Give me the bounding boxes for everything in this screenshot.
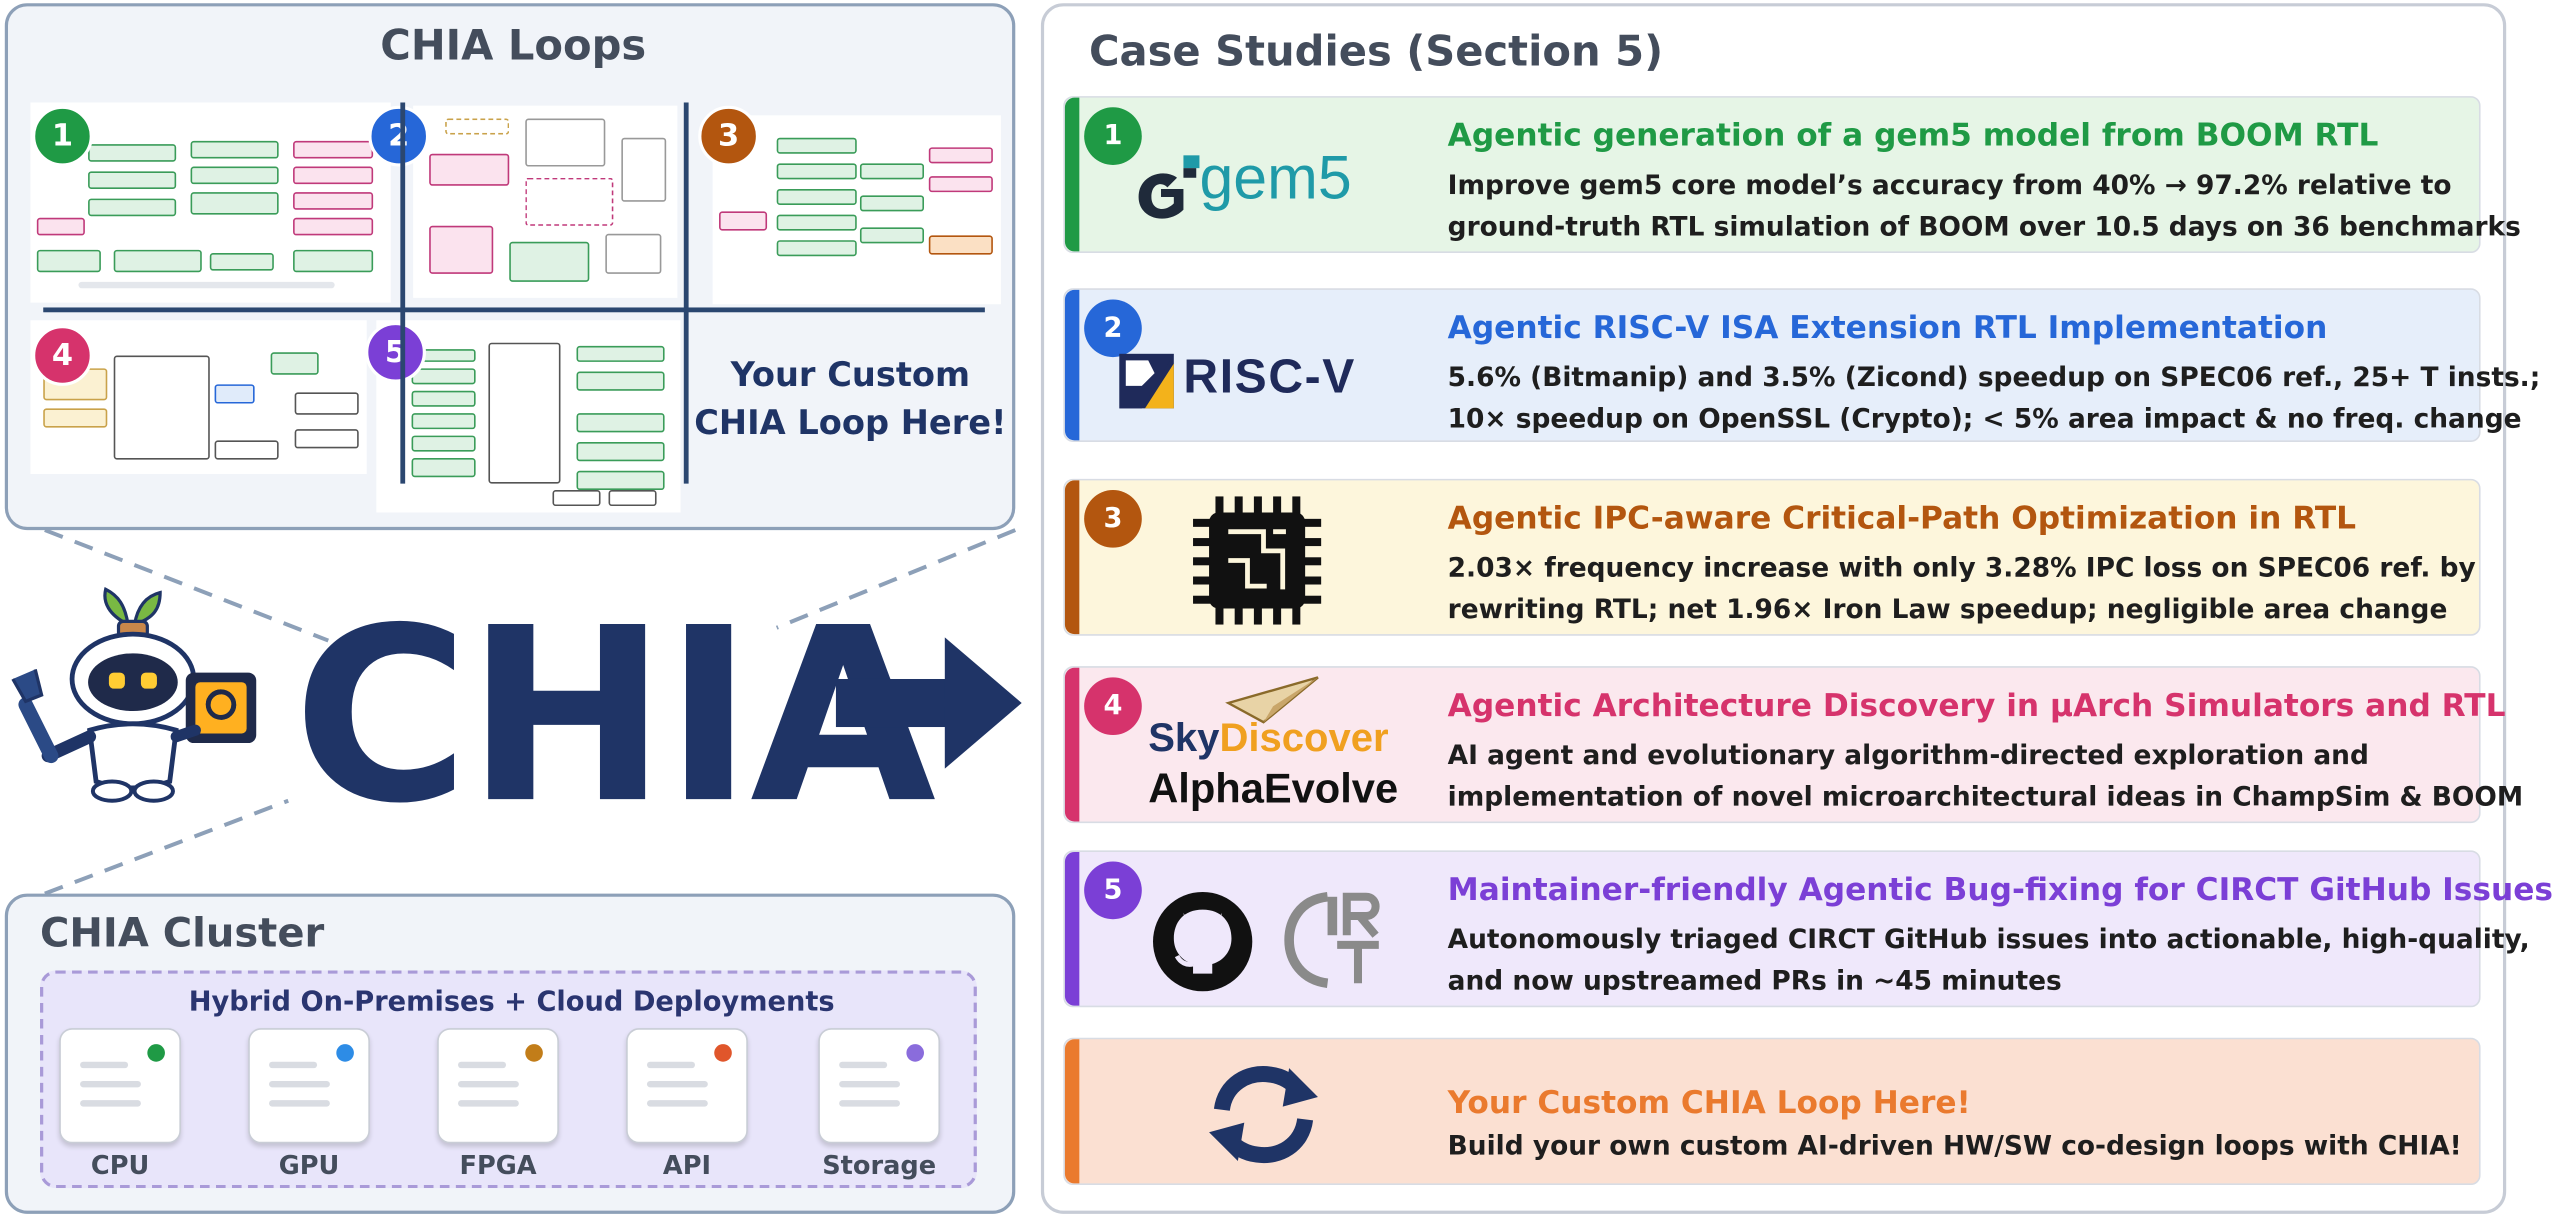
custom-loop-line1: Your Custom <box>730 355 971 394</box>
hybrid-deployments-box: Hybrid On-Premises + Cloud Deployments C… <box>40 970 977 1189</box>
case-desc-3: 2.03× frequency increase with only 3.28%… <box>1448 548 2476 631</box>
case-title-1: Agentic generation of a gem5 model from … <box>1447 116 2379 154</box>
row-accent-bar <box>1064 667 1080 822</box>
resource-card-gpu <box>248 1028 370 1144</box>
case-desc-line: Improve gem5 core model’s accuracy from … <box>1447 169 2452 201</box>
case-study-row-custom: Your Custom CHIA Loop Here! Build your o… <box>1063 1037 2481 1186</box>
case-desc-line: Autonomously triaged CIRCT GitHub issues… <box>1447 924 2530 955</box>
skydiscover-logo-discover: Discover <box>1219 715 1389 761</box>
resource-label: API <box>662 1149 712 1181</box>
resource-label: CPU <box>90 1149 150 1181</box>
loop-thumbnail-2 <box>413 105 678 298</box>
loop-thumbnail-1 <box>30 102 391 303</box>
chia-logo-text: CHIA <box>293 578 936 857</box>
case-desc-line: AI agent and evolutionary algorithm-dire… <box>1447 739 2369 771</box>
case-study-row-4: 4 SkyDiscover AlphaEvolve Agentic Archit… <box>1063 666 2523 824</box>
status-dot-icon <box>714 1044 732 1062</box>
case-desc-4: AI agent and evolutionary algorithm-dire… <box>1448 735 2523 818</box>
case-desc-line: ground-truth RTL simulation of BOOM over… <box>1447 211 2521 242</box>
zoom-connector-lines <box>44 528 1017 896</box>
case-desc-line: 10× speedup on OpenSSL (Crypto); < 5% ar… <box>1447 403 2522 434</box>
case-number-badge: 2 <box>1084 299 1142 358</box>
row-accent-bar <box>1064 1039 1080 1184</box>
robot-mascot-icon <box>11 586 257 803</box>
riscv-logo-text: RISC-V <box>1183 350 1356 404</box>
refresh-icon <box>1209 1066 1318 1164</box>
resource-label: FPGA <box>459 1149 537 1181</box>
custom-loop-placeholder: Your Custom CHIA Loop Here! <box>693 351 1007 447</box>
case-studies-title: Case Studies (Section 5) <box>1088 28 1664 77</box>
resource-card-cpu <box>59 1028 181 1144</box>
chia-cluster-panel: CHIA Cluster Hybrid On-Premises + Cloud … <box>4 893 1016 1214</box>
loop-badge-2: 2 <box>368 105 430 167</box>
loops-divider-v2 <box>683 102 689 484</box>
arrow-right-icon <box>835 637 1022 769</box>
case-number-badge: 5 <box>1084 861 1142 920</box>
status-dot-icon <box>147 1044 165 1062</box>
paper-plane-icon <box>1225 676 1319 724</box>
circt-logo-icon <box>1284 892 1380 989</box>
case-number-badge: 3 <box>1084 490 1142 548</box>
case-study-row-3: 3 Agentic IPC-aware Critical-Path Optimi… <box>1063 478 2481 636</box>
gem5-logo-text: gem5 <box>1199 145 1352 213</box>
github-icon <box>1153 891 1253 992</box>
resource-card-storage <box>818 1028 941 1144</box>
case-number-badge: 4 <box>1084 677 1142 736</box>
row-accent-bar <box>1064 289 1080 441</box>
row-accent-bar <box>1064 851 1080 1006</box>
loop-badge-1: 1 <box>32 105 93 167</box>
case-study-row-1: 1 gem5 Agentic generation of a gem5 mode… <box>1063 96 2521 254</box>
skydiscover-logo-sky: Sky <box>1148 715 1220 761</box>
row-accent-bar <box>1064 480 1080 635</box>
chia-loops-title: CHIA Loops <box>380 22 647 71</box>
resource-card-fpga <box>437 1028 559 1144</box>
case-title-2: Agentic RISC-V ISA Extension RTL Impleme… <box>1447 309 2328 346</box>
case-desc-2: 5.6% (Bitmanip) and 3.5% (Zicond) speedu… <box>1448 357 2541 440</box>
case-desc-5: Autonomously triaged CIRCT GitHub issues… <box>1448 919 2530 1002</box>
case-study-row-2: 2 RISC-V Agentic RISC-V ISA Extension RT… <box>1063 288 2540 442</box>
gem5-logo-icon <box>1138 155 1200 219</box>
custom-loop-line2: CHIA Loop Here! <box>694 403 1007 442</box>
resource-label: GPU <box>278 1149 340 1181</box>
chia-loops-panel: CHIA Loops 1 2 <box>4 3 1016 531</box>
hybrid-deployments-label: Hybrid On-Premises + Cloud Deployments <box>188 986 835 1019</box>
case-desc-custom: Build your own custom AI-driven HW/SW co… <box>1448 1126 2462 1168</box>
loops-divider-v1 <box>400 102 406 484</box>
alphaevolve-logo: AlphaEvolve <box>1148 763 1399 812</box>
loops-divider-h <box>43 307 985 313</box>
case-desc-line: 2.03× frequency increase with only 3.28%… <box>1447 552 2476 583</box>
case-title-5: Maintainer-friendly Agentic Bug-fixing f… <box>1447 871 2553 908</box>
case-title-3: Agentic IPC-aware Critical-Path Optimiza… <box>1447 499 2357 537</box>
loop-thumbnail-5 <box>376 320 681 513</box>
resource-card-api <box>626 1028 748 1144</box>
riscv-logo-icon <box>1119 353 1174 409</box>
loop-badge-3: 3 <box>698 105 760 167</box>
loop-badge-5: 5 <box>365 321 426 383</box>
case-title-custom: Your Custom CHIA Loop Here! <box>1447 1084 1971 1121</box>
chip-icon <box>1193 496 1322 625</box>
case-title-4: Agentic Architecture Discovery in μArch … <box>1447 687 2506 724</box>
resource-label: Storage <box>822 1149 937 1181</box>
case-study-row-5: 5 Maintainer-friendly Agentic Bug-fixing… <box>1063 850 2553 1008</box>
case-desc-line: Build your own custom AI-driven HW/SW co… <box>1447 1130 2462 1162</box>
chia-cluster-title: CHIA Cluster <box>40 909 325 957</box>
status-dot-icon <box>525 1044 543 1062</box>
loop-badge-4: 4 <box>32 325 93 386</box>
case-desc-line: implementation of novel microarchitectur… <box>1447 781 2524 812</box>
loop-thumbnail-3 <box>712 115 1001 305</box>
status-dot-icon <box>336 1044 354 1062</box>
case-desc-1: Improve gem5 core model’s accuracy from … <box>1448 165 2521 248</box>
case-desc-line: and now upstreamed PRs in ~45 minutes <box>1447 965 2062 997</box>
case-desc-line: rewriting RTL; net 1.96× Iron Law speedu… <box>1447 594 2448 625</box>
case-number-badge: 1 <box>1084 107 1142 165</box>
row-accent-bar <box>1064 97 1080 252</box>
skydiscover-logo: SkyDiscover <box>1148 716 1388 762</box>
status-dot-icon <box>906 1044 925 1062</box>
case-desc-line: 5.6% (Bitmanip) and 3.5% (Zicond) speedu… <box>1447 361 2541 393</box>
